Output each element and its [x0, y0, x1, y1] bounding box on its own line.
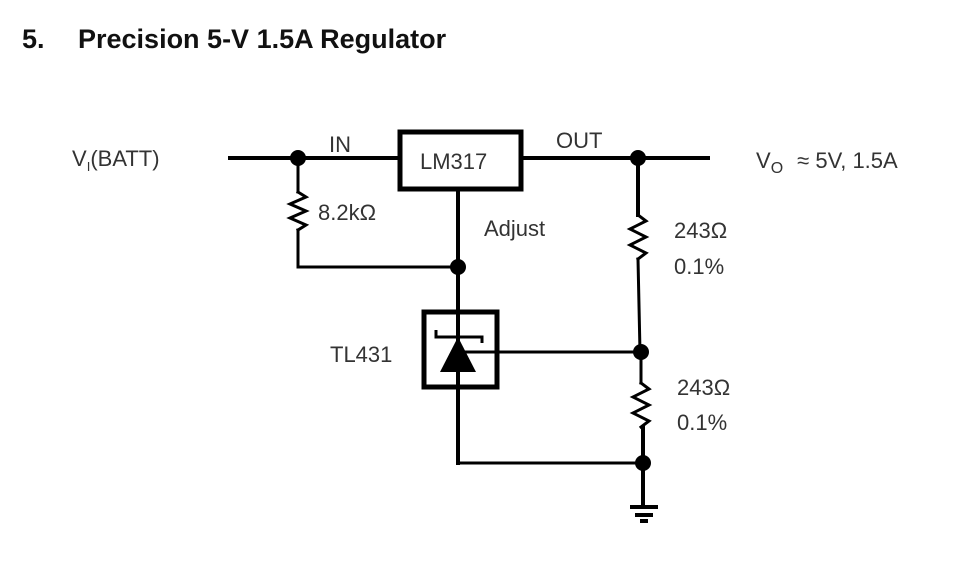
lm317-box	[397, 129, 524, 192]
page-title: 5. Precision 5-V 1.5A Regulator	[22, 24, 446, 55]
input-label: VI(BATT)	[72, 146, 160, 174]
resistor-r3	[629, 380, 653, 430]
pin-out-label: OUT	[556, 128, 602, 153]
section-number: 5.	[22, 24, 45, 54]
junction-input	[290, 150, 306, 166]
tl431-symbol	[434, 312, 484, 387]
junction-adjust	[450, 259, 466, 275]
tl431-box	[421, 309, 500, 390]
section-title: Precision 5-V 1.5A Regulator	[78, 24, 447, 54]
r2-value: 243Ω	[674, 218, 727, 243]
pin-in-label: IN	[329, 132, 351, 157]
tl431-label: TL431	[330, 342, 392, 367]
r1-value: 8.2kΩ	[318, 200, 376, 225]
resistor-r2	[626, 212, 650, 262]
lm317-label: LM317	[420, 149, 487, 174]
adjust-label: Adjust	[484, 216, 545, 241]
wire-r1-bottom	[296, 228, 460, 269]
r3-value: 243Ω	[677, 375, 730, 400]
junction-ref	[633, 344, 649, 360]
junction-ground	[635, 455, 651, 471]
wire-r2-bottom	[636, 257, 642, 354]
r2-tolerance: 0.1%	[674, 254, 724, 279]
ground-icon	[630, 505, 658, 523]
resistor-r1	[286, 189, 310, 233]
output-label: VO≈ 5V, 1.5A	[756, 148, 898, 177]
junction-output	[630, 150, 646, 166]
r3-tolerance: 0.1%	[677, 410, 727, 435]
